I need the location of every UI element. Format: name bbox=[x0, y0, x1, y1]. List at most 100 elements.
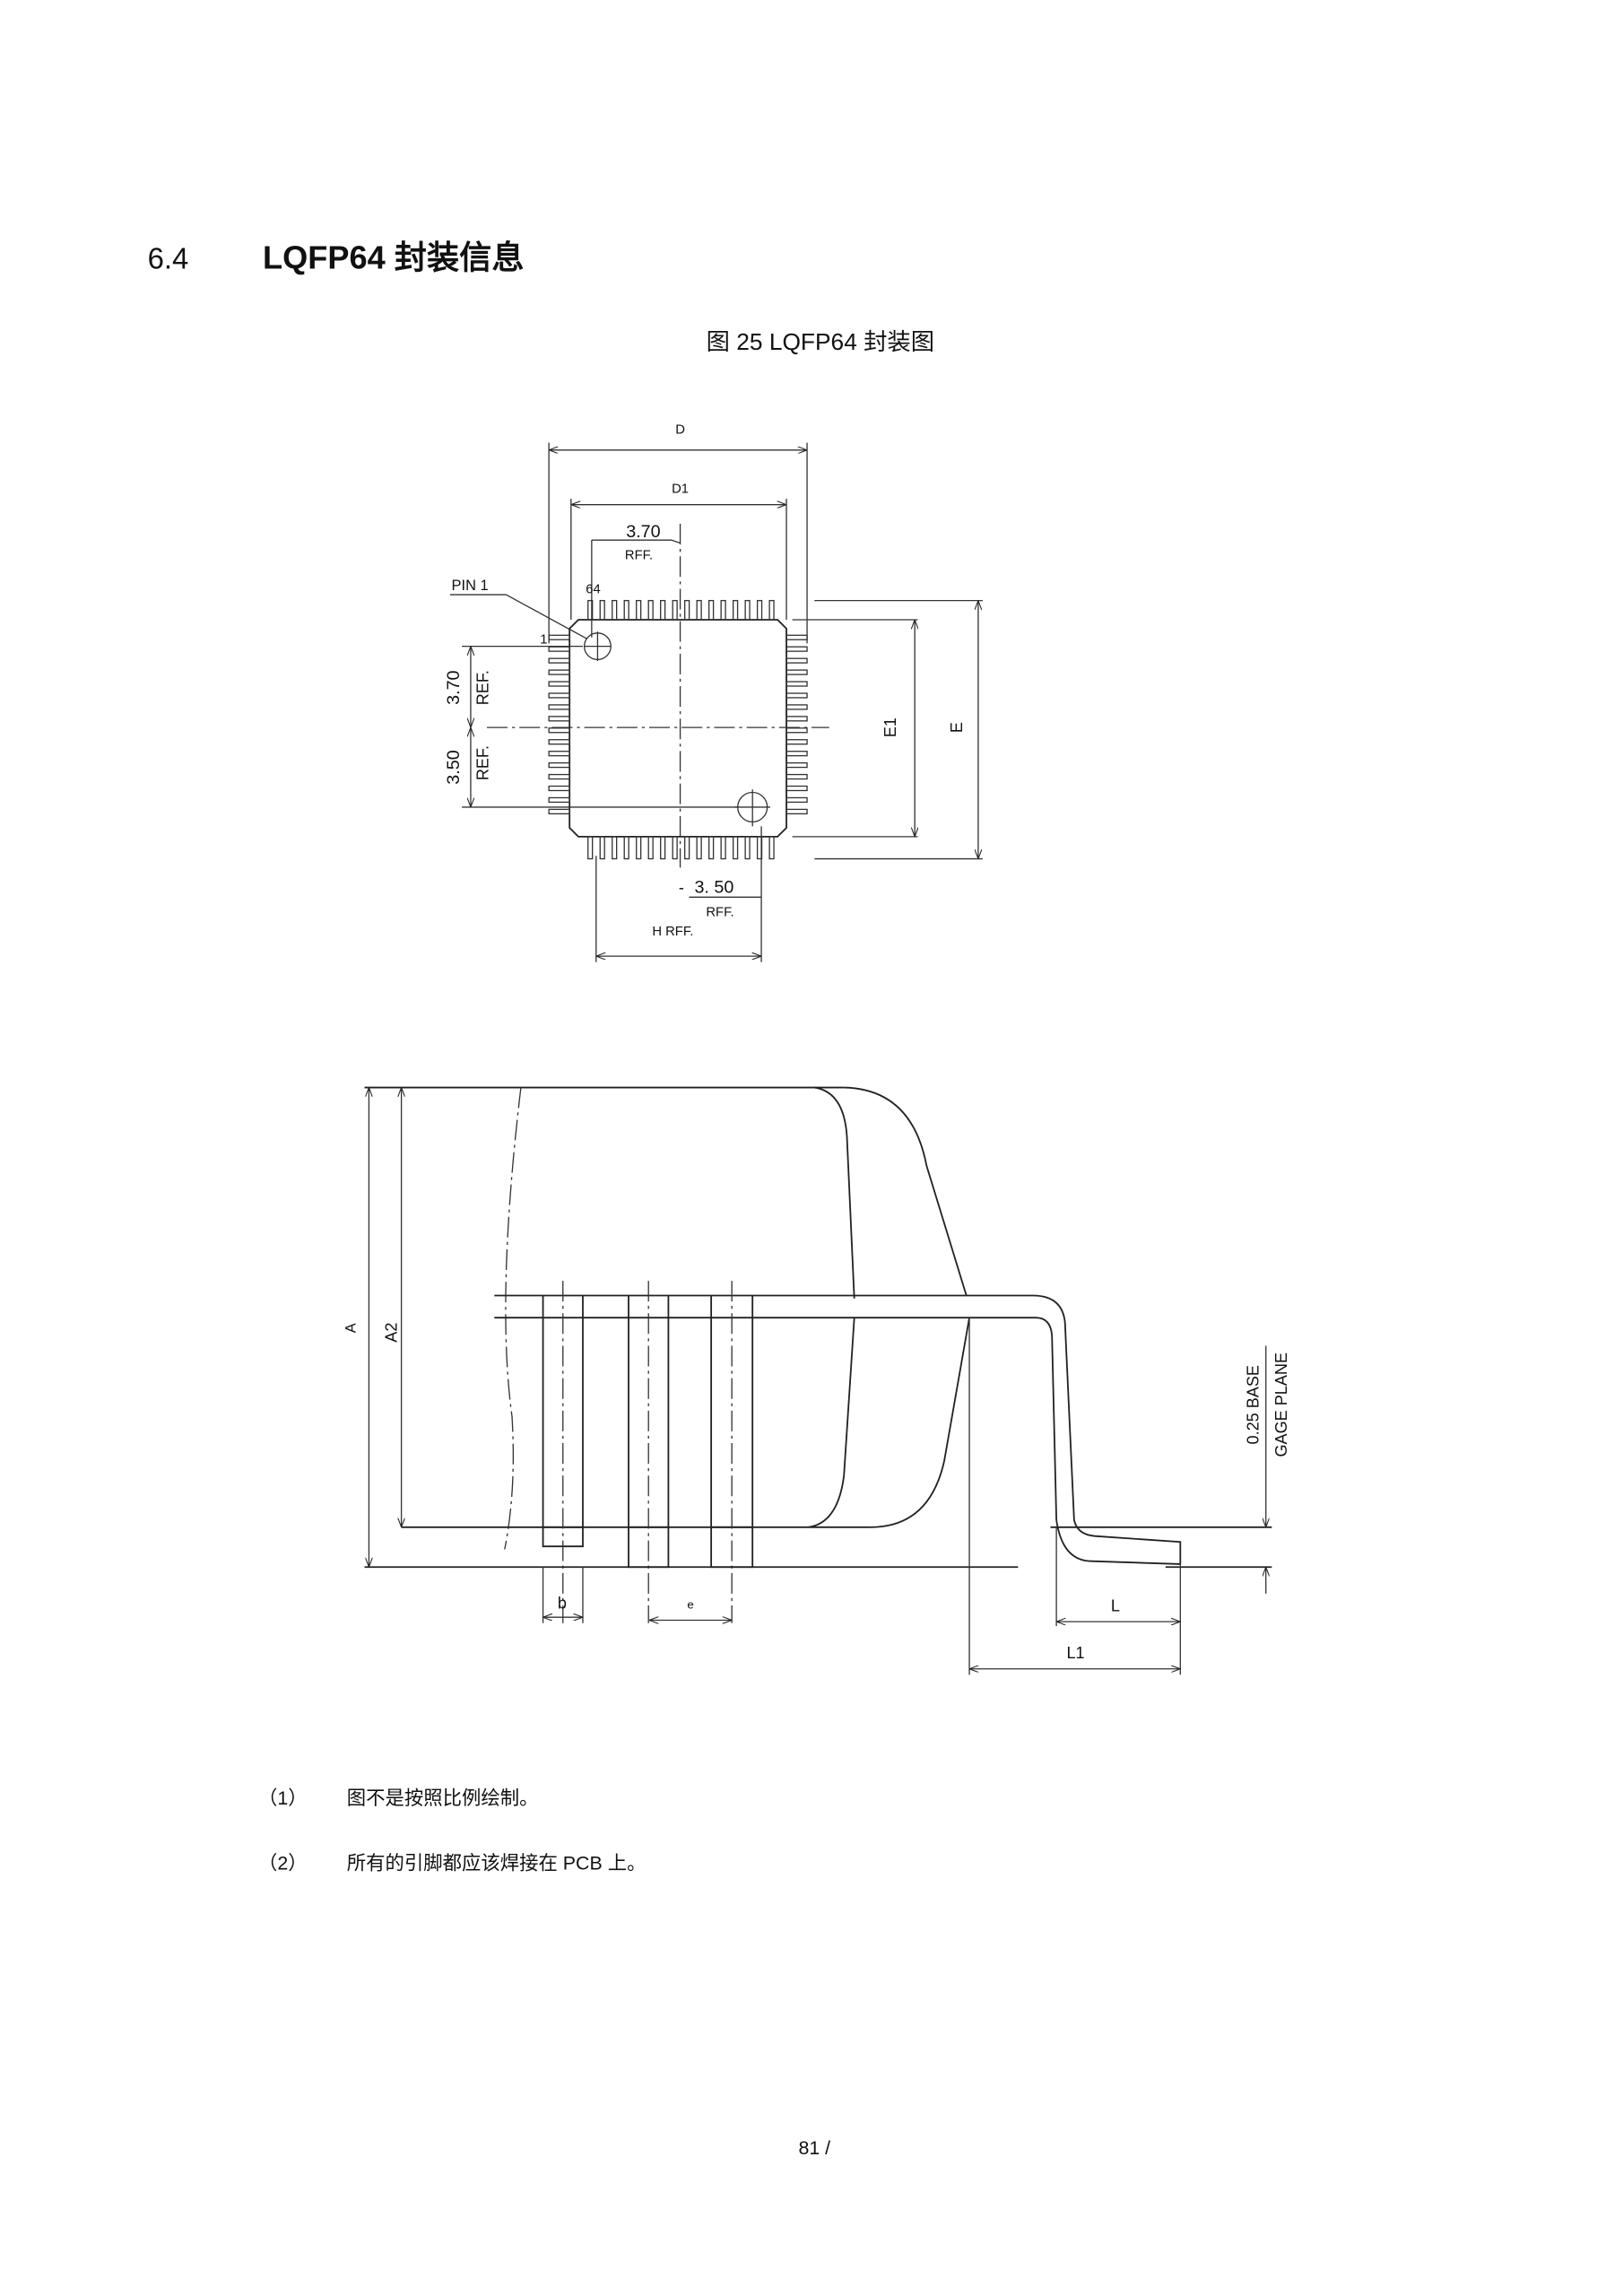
dim-top-370: 3.70 bbox=[626, 522, 660, 542]
package-pin bbox=[647, 836, 654, 860]
dim-D1-label: D1 bbox=[672, 483, 689, 497]
package-pin bbox=[548, 796, 570, 804]
package-pin bbox=[785, 796, 808, 804]
package-pin bbox=[548, 773, 570, 780]
package-pin bbox=[548, 808, 570, 815]
note-2-number: （2） bbox=[258, 1853, 308, 1874]
package-pin bbox=[660, 836, 666, 860]
dim-left-370-ref: REF. bbox=[474, 670, 492, 705]
package-pin bbox=[599, 599, 605, 621]
dim-L1-label: L1 bbox=[1066, 1644, 1084, 1662]
package-pin bbox=[548, 692, 570, 699]
package-pin bbox=[696, 836, 702, 860]
package-pin bbox=[612, 599, 618, 621]
package-pin bbox=[785, 704, 808, 710]
package-pin bbox=[744, 836, 751, 860]
package-pin bbox=[548, 739, 570, 745]
package-pin bbox=[636, 599, 642, 621]
package-pin bbox=[548, 646, 570, 652]
package-body bbox=[568, 619, 787, 838]
package-pin bbox=[785, 761, 808, 769]
dim-bottom-ref: RFF. bbox=[706, 906, 733, 920]
package-pin bbox=[647, 599, 654, 621]
note-1-number: （1） bbox=[258, 1787, 308, 1809]
section-title: LQFP64 封装信息 bbox=[263, 239, 525, 275]
package-pin bbox=[785, 646, 808, 652]
package-pin bbox=[548, 761, 570, 769]
package-pin bbox=[623, 599, 629, 621]
dim-D-label: D bbox=[675, 423, 685, 438]
package-pin bbox=[785, 751, 808, 757]
package-pin bbox=[548, 669, 570, 675]
package-pin bbox=[785, 634, 808, 640]
package-pin bbox=[785, 739, 808, 745]
figure-caption: 图 25 LQFP64 封装图 bbox=[707, 328, 934, 355]
package-pin bbox=[548, 716, 570, 722]
pin64-label: 64 bbox=[586, 582, 600, 596]
package-pin bbox=[785, 692, 808, 699]
package-pin bbox=[587, 836, 594, 860]
package-pin bbox=[612, 836, 618, 860]
package-pin bbox=[732, 599, 739, 621]
package-pin bbox=[636, 836, 642, 860]
package-pin bbox=[768, 599, 775, 621]
dim-bottom-dash: - bbox=[679, 878, 684, 896]
package-pin bbox=[732, 836, 739, 860]
dim-L-label: L bbox=[1111, 1597, 1120, 1615]
package-pin bbox=[548, 681, 570, 687]
package-pin bbox=[785, 716, 808, 722]
package-pin bbox=[672, 836, 678, 860]
dim-E-label: E bbox=[948, 722, 966, 733]
package-pin bbox=[707, 836, 715, 860]
package-pin bbox=[696, 599, 702, 621]
package-pin bbox=[785, 785, 808, 792]
package-pin bbox=[785, 773, 808, 780]
note-1-text: 图不是按照比例绘制。 bbox=[347, 1787, 539, 1809]
page-number: 81 / bbox=[798, 2137, 830, 2159]
notes: （1） 图不是按照比例绘制。 （2） 所有的引脚都应该焊接在 PCB 上。 bbox=[258, 1787, 646, 1874]
dim-left-350-ref: REF. bbox=[474, 745, 492, 780]
dim-A2-label: A2 bbox=[383, 1323, 401, 1343]
dim-A-label: A bbox=[343, 1323, 360, 1333]
package-pin bbox=[684, 599, 690, 621]
section-number: 6.4 bbox=[148, 241, 189, 274]
package-pin bbox=[785, 681, 808, 687]
package-pin bbox=[785, 657, 808, 664]
package-pin bbox=[548, 751, 570, 757]
dim-left-350: 3.50 bbox=[444, 750, 464, 784]
package-pin bbox=[623, 836, 629, 860]
package-pin bbox=[672, 599, 678, 621]
dim-left-370: 3.70 bbox=[444, 670, 464, 704]
package-pin bbox=[548, 634, 570, 640]
package-pin bbox=[756, 599, 763, 621]
package-pin bbox=[587, 599, 594, 621]
package-pin bbox=[785, 669, 808, 675]
dim-E1-label: E1 bbox=[881, 718, 899, 737]
pin1-number: 1 bbox=[540, 632, 547, 647]
package-pin bbox=[548, 657, 570, 664]
note-2-text: 所有的引脚都应该焊接在 PCB 上。 bbox=[347, 1853, 647, 1874]
package-pin bbox=[720, 599, 726, 621]
package-pin bbox=[599, 836, 605, 860]
package-pin bbox=[744, 599, 751, 621]
dim-b-label: b bbox=[558, 1594, 567, 1612]
gage-plane-label: GAGE PLANE bbox=[1272, 1352, 1290, 1457]
base-label: 0.25 BASE bbox=[1245, 1365, 1263, 1444]
dim-e-label: e bbox=[687, 1597, 693, 1611]
package-pin bbox=[548, 704, 570, 710]
dim-h-ref: H RFF. bbox=[652, 925, 693, 939]
package-pins bbox=[548, 599, 808, 860]
package-pin bbox=[720, 836, 726, 860]
package-pin bbox=[548, 785, 570, 792]
package-pin bbox=[660, 599, 666, 621]
dim-bottom-350: 3. 50 bbox=[694, 877, 733, 897]
package-pin bbox=[785, 808, 808, 815]
package-pin bbox=[548, 727, 570, 734]
package-pin bbox=[768, 836, 775, 860]
package-pin bbox=[707, 599, 715, 621]
package-pin bbox=[684, 836, 690, 860]
package-pin bbox=[785, 727, 808, 734]
pin1-label: PIN 1 bbox=[452, 578, 489, 594]
